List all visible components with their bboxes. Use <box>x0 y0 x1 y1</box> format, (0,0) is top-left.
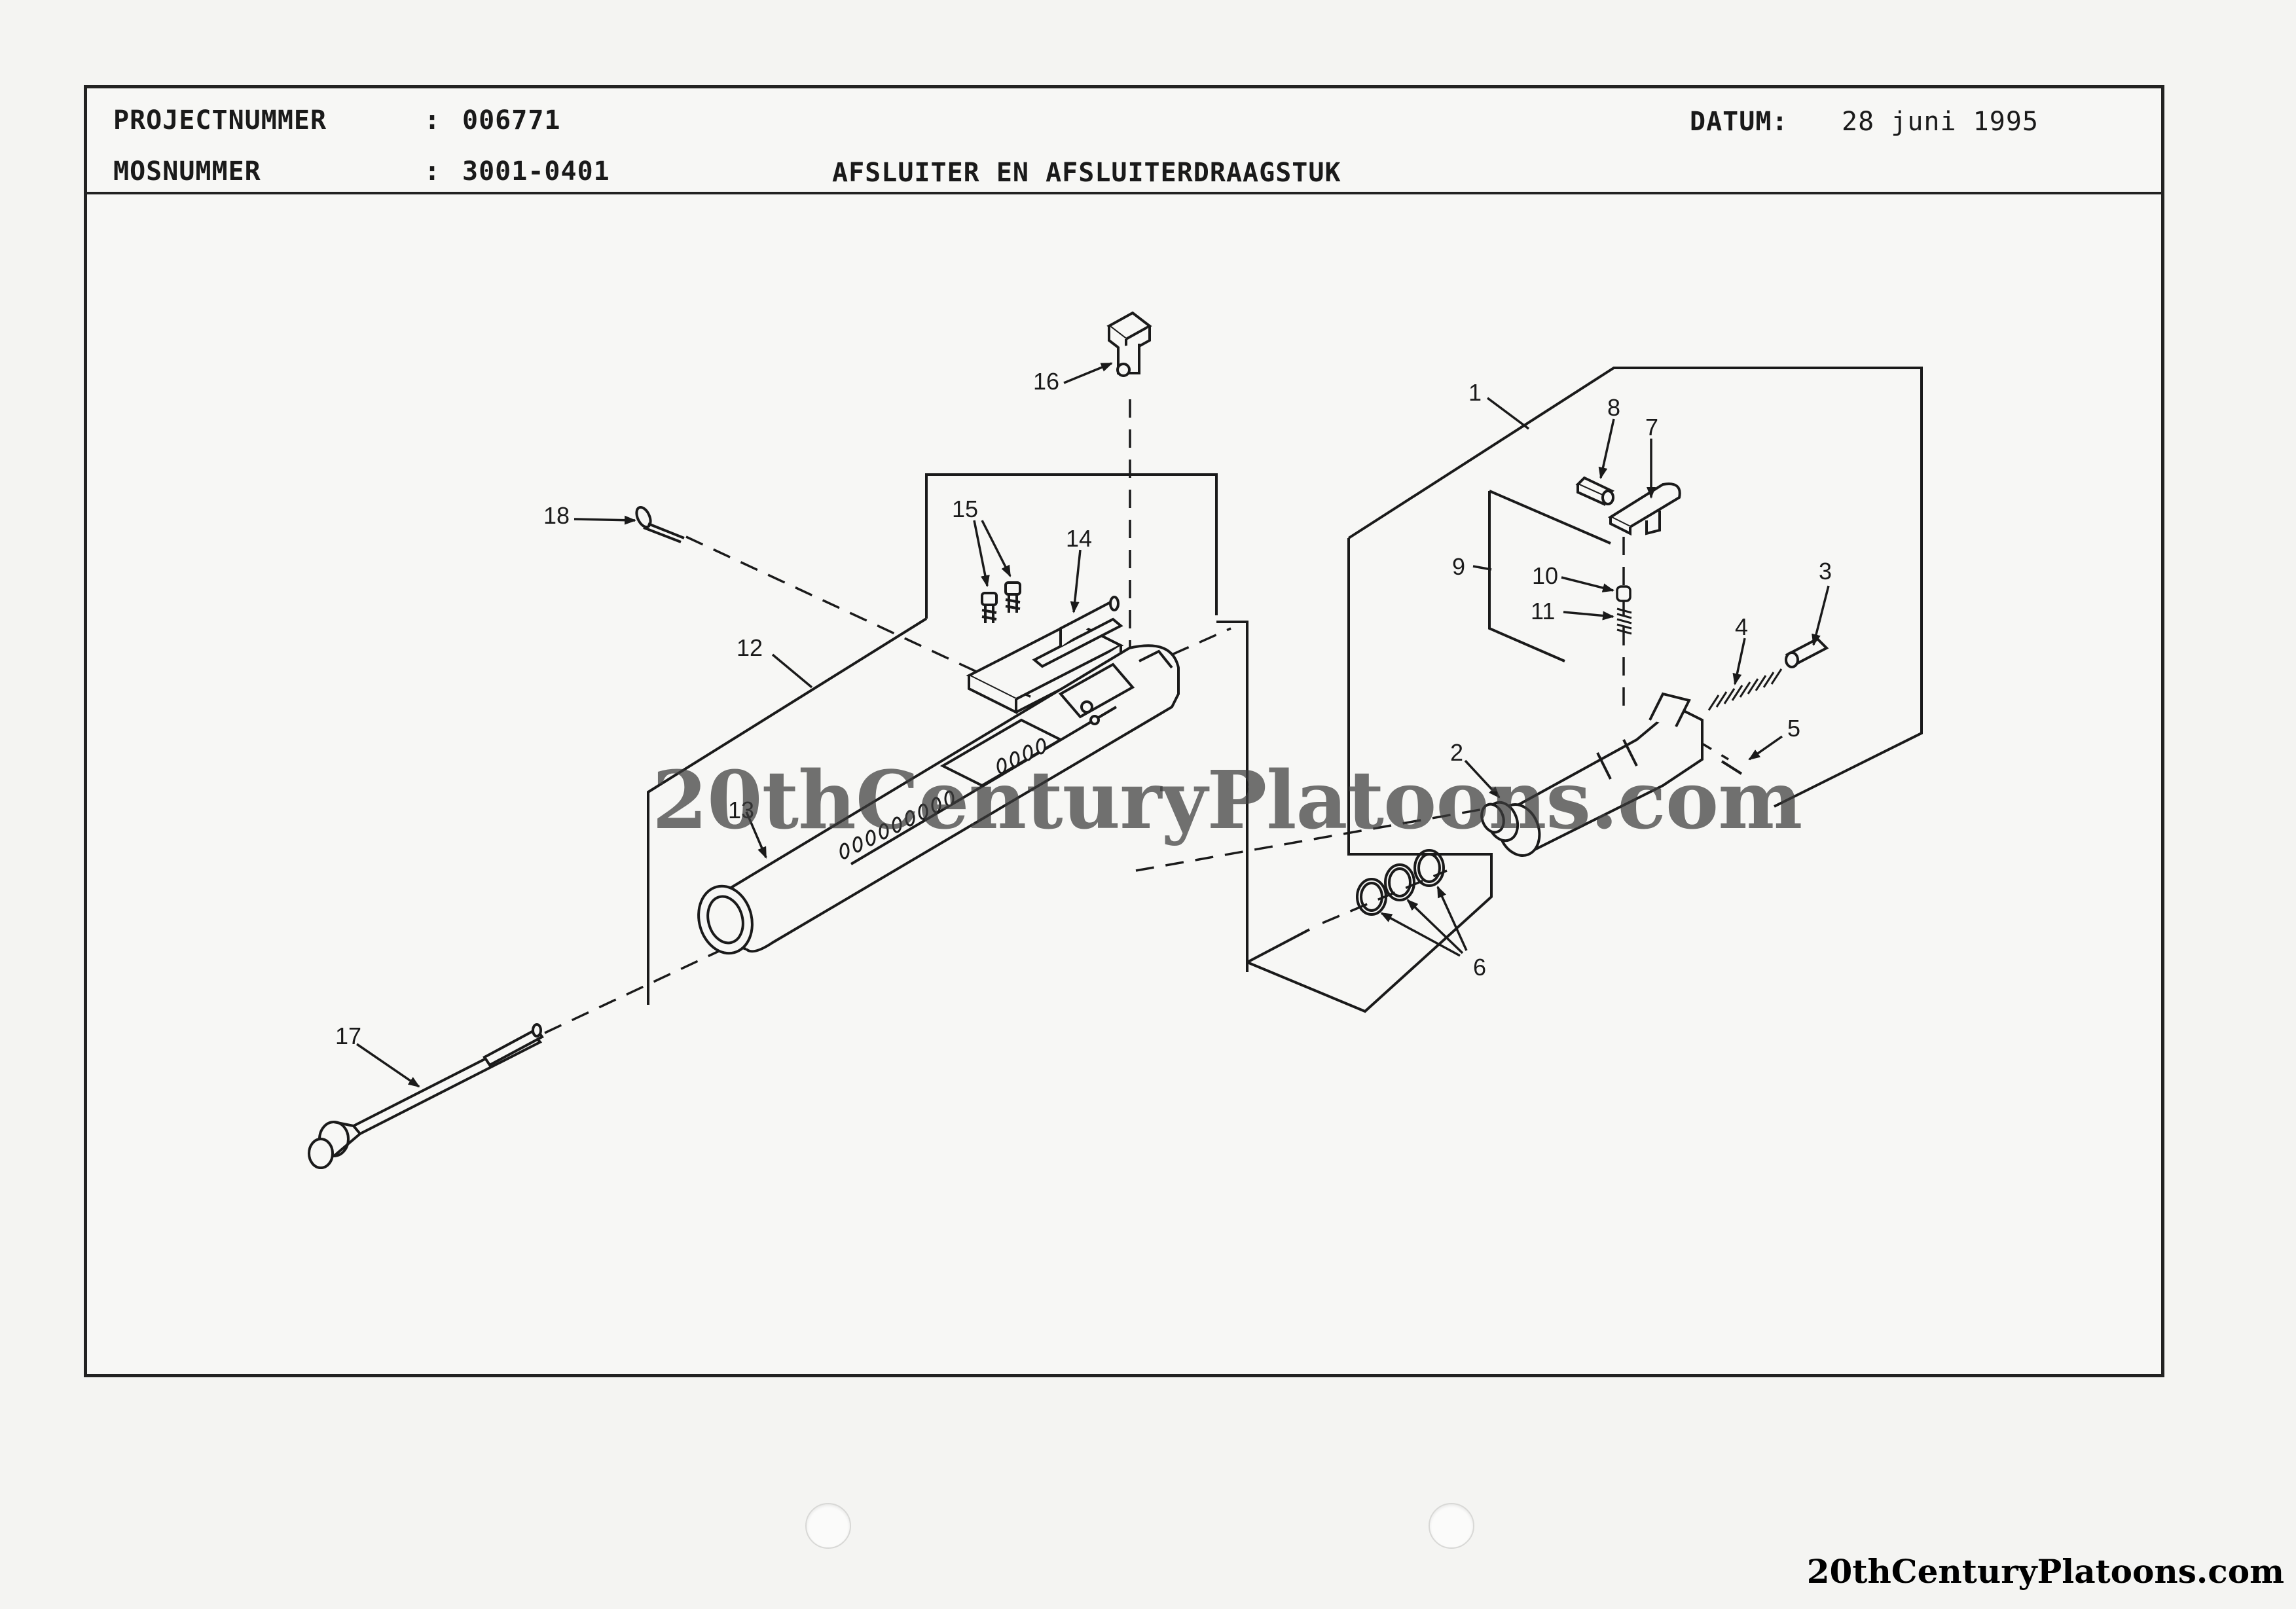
callout-3: 3 <box>1819 558 1832 585</box>
drawing-title: AFSLUITER EN AFSLUITERDRAAGSTUK <box>832 158 1341 188</box>
part-11-extractor-spring <box>1616 607 1632 635</box>
alignment-line-carrier <box>1171 627 1231 656</box>
callout-9: 9 <box>1452 553 1465 580</box>
leader-11 <box>1563 611 1614 621</box>
date-value: 28 juni 1995 <box>1842 107 2039 137</box>
callout-15: 15 <box>952 496 978 522</box>
bolt-group-outline-lower <box>1247 928 1310 964</box>
leader-10 <box>1561 576 1614 592</box>
carrier-group-outline <box>925 473 1218 619</box>
callout-12: 12 <box>737 634 763 661</box>
callout-18: 18 <box>543 502 570 529</box>
callout-8: 8 <box>1607 394 1620 421</box>
punch-hole-right <box>1429 1503 1474 1549</box>
leader-6c <box>1436 886 1468 951</box>
leader-15a <box>973 520 990 587</box>
callout-7: 7 <box>1645 414 1658 441</box>
center-watermark: 20thCenturyPlatoons.com <box>652 753 1802 847</box>
part-16-gas-key-cap <box>1106 311 1152 377</box>
punch-hole-left <box>805 1503 851 1549</box>
callout-11: 11 <box>1531 598 1555 624</box>
part-4-spring <box>1707 668 1783 711</box>
part-3-pin <box>1785 637 1829 668</box>
callout-1: 1 <box>1468 379 1482 406</box>
date-label: DATUM: <box>1690 107 1789 137</box>
callout-16: 16 <box>1033 368 1059 395</box>
part-8-cam-pin <box>1575 476 1615 507</box>
leader-3 <box>1812 585 1830 646</box>
leader-4 <box>1732 638 1746 685</box>
leader-13 <box>745 811 767 859</box>
extractor-group-outline <box>1488 491 1565 662</box>
leader-5 <box>1748 735 1783 761</box>
footer-watermark: 20thCenturyPlatoons.com <box>1806 1552 2284 1591</box>
carrier-vent-holes <box>839 738 1046 859</box>
leader-16 <box>1063 362 1113 384</box>
part-5-small-pin <box>1721 760 1743 775</box>
project-number-colon: : <box>424 105 441 136</box>
callout-13: 13 <box>728 797 754 823</box>
leader-8 <box>1598 418 1615 479</box>
leader-2 <box>1464 759 1501 799</box>
callout-5: 5 <box>1787 715 1800 742</box>
callout-4: 4 <box>1735 613 1748 640</box>
mos-number-label: MOSNUMMER <box>113 156 261 187</box>
header-divider <box>87 192 2161 194</box>
leader-15b <box>981 520 1011 577</box>
mos-number-colon: : <box>424 156 441 187</box>
leader-1 <box>1486 397 1530 430</box>
leader-17 <box>356 1043 420 1088</box>
bolt-group-outline-left <box>1247 538 1493 1013</box>
part-10-extractor-insert <box>1616 585 1631 602</box>
part-17-firing-pin <box>308 1023 544 1169</box>
callout-17: 17 <box>335 1022 361 1049</box>
part-14-gas-key <box>966 596 1124 715</box>
project-number-label: PROJECTNUMMER <box>113 105 327 136</box>
leader-14 <box>1070 549 1082 613</box>
part-7-extractor <box>1607 482 1681 536</box>
mos-number-value: 3001-0401 <box>462 156 610 187</box>
part-15-screws <box>981 581 1021 623</box>
alignment-line-bolt <box>1135 804 1506 872</box>
part-18-cotter-pin <box>635 506 685 543</box>
callout-14: 14 <box>1066 525 1092 552</box>
leader-12 <box>771 653 813 689</box>
callout-2: 2 <box>1450 739 1463 766</box>
part-6-gas-rings <box>1356 849 1445 916</box>
part-12-bolt-carrier <box>697 644 1180 955</box>
leader-6b <box>1406 899 1464 954</box>
part-2-bolt <box>1480 692 1704 857</box>
carrier-group-outline-right <box>1216 621 1248 972</box>
alignment-line-17 <box>544 940 740 1034</box>
leader-6a <box>1380 912 1461 957</box>
callout-10: 10 <box>1532 562 1558 589</box>
callout-6: 6 <box>1473 954 1486 981</box>
carrier-group-outline-lower <box>647 617 928 1005</box>
leader-9 <box>1472 565 1492 571</box>
bolt-group-outline <box>1347 367 1923 808</box>
project-number-value: 006771 <box>462 105 561 136</box>
leader-18 <box>574 515 636 525</box>
